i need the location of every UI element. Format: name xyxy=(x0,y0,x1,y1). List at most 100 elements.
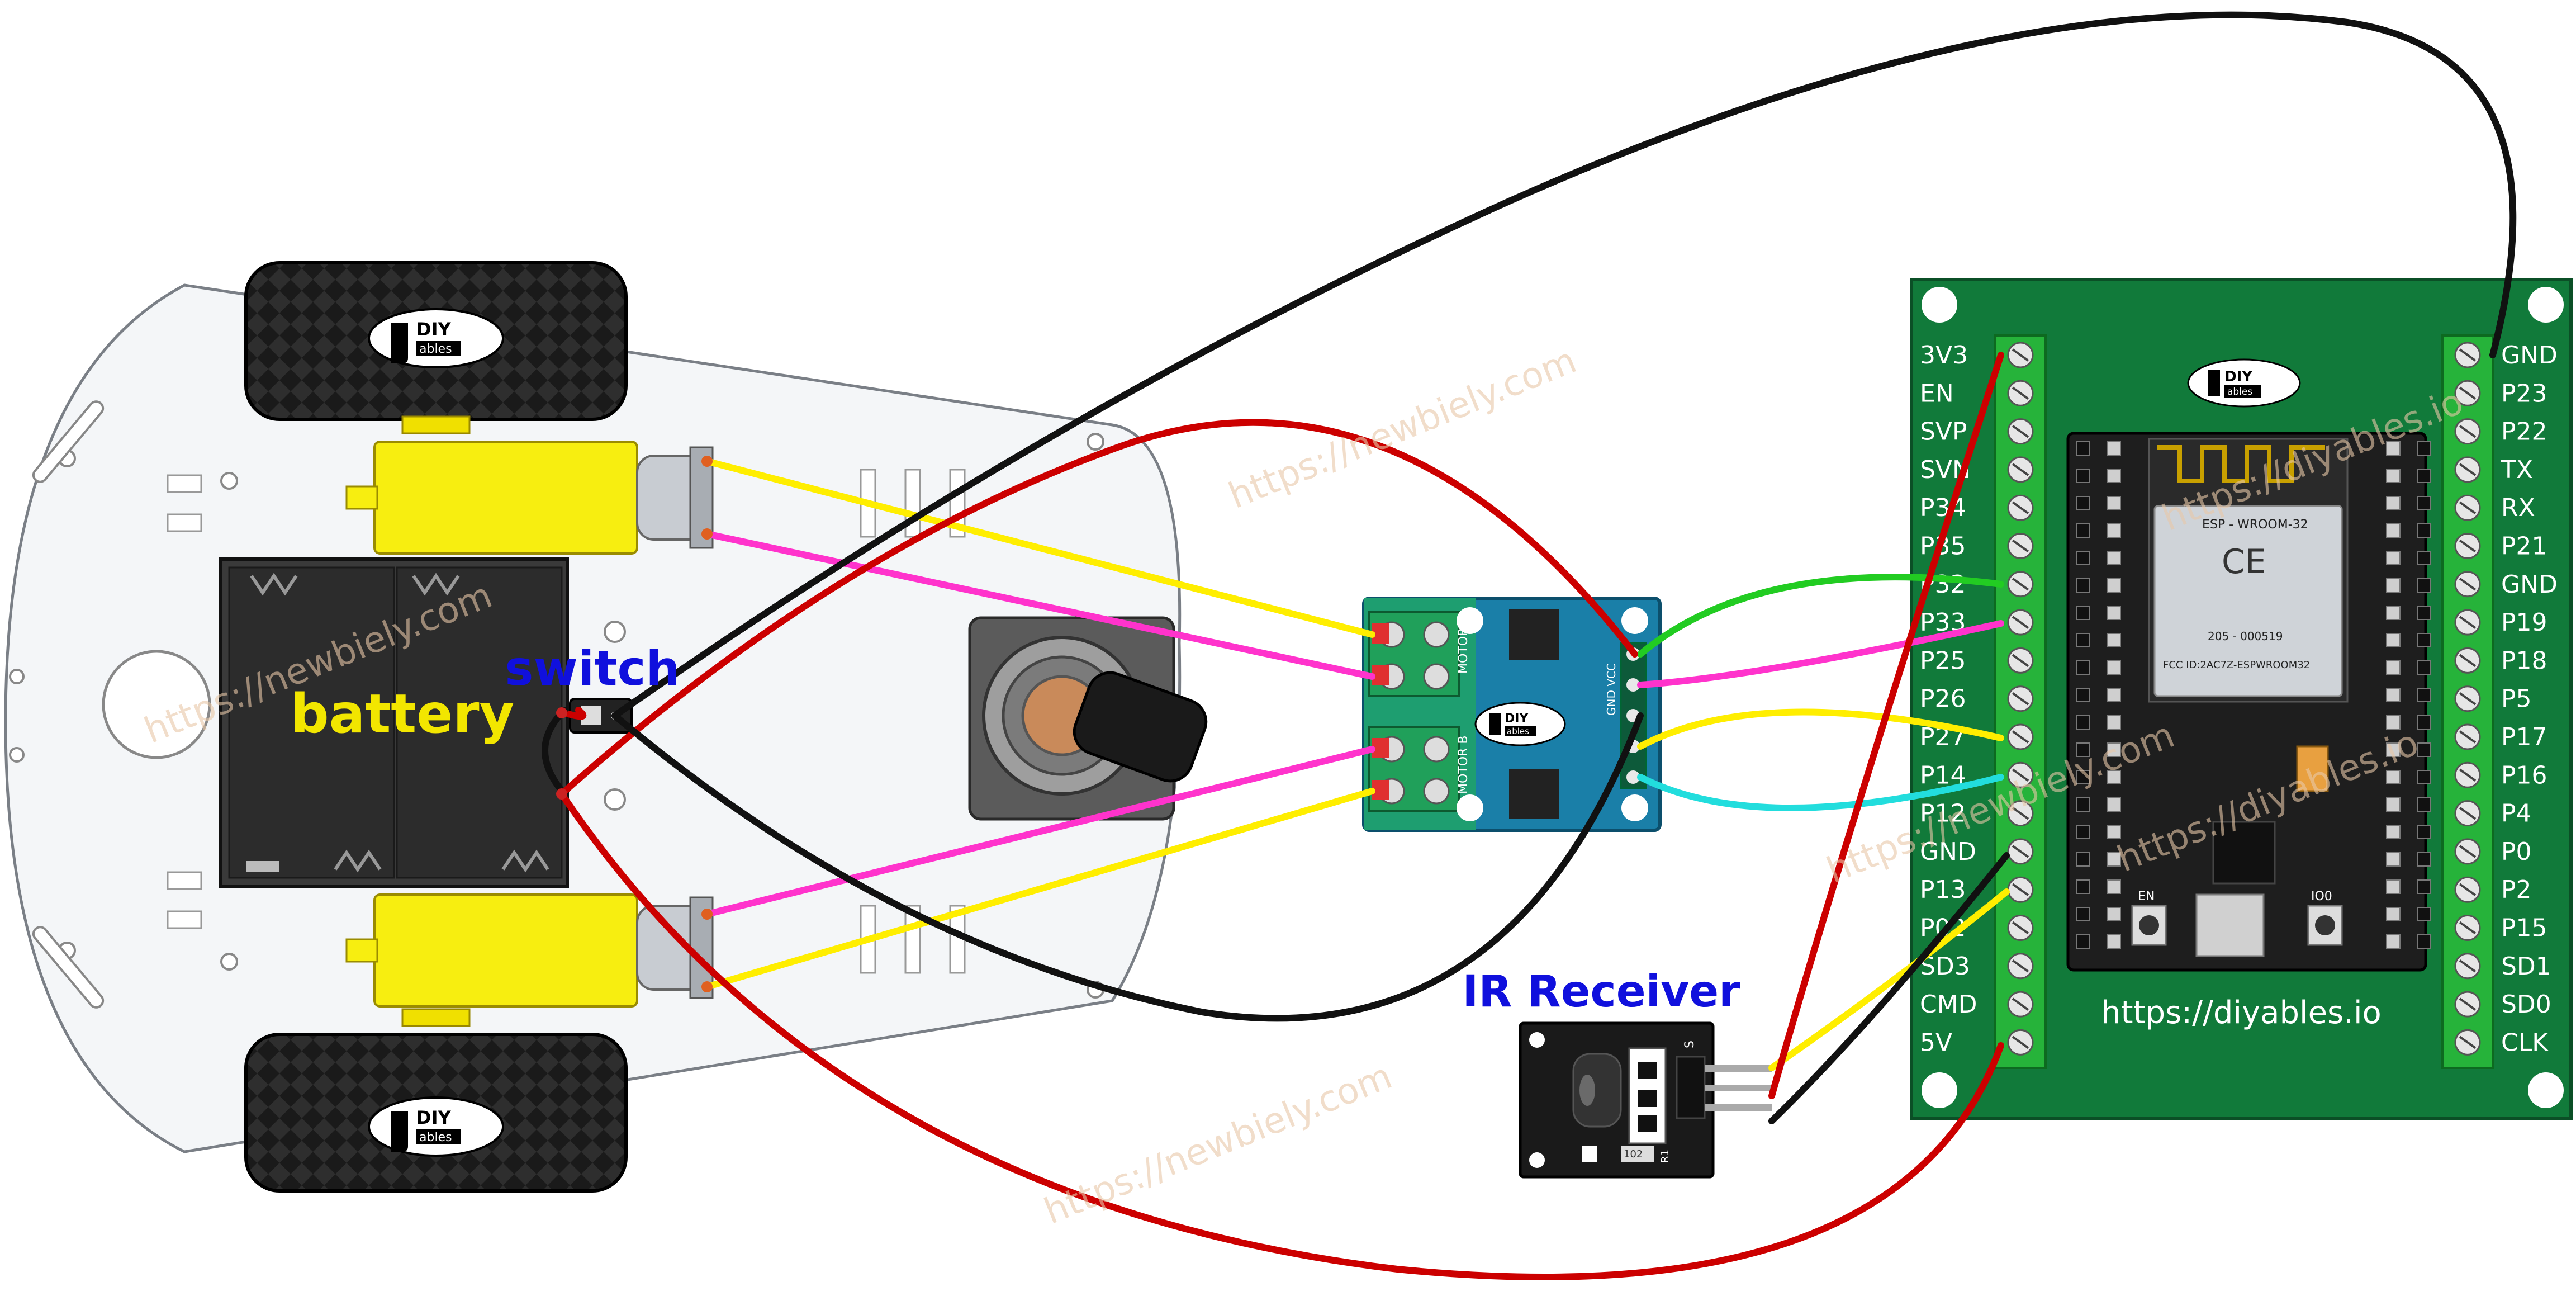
header-pin xyxy=(2107,688,2121,702)
header-pin xyxy=(2386,633,2401,647)
logo-subtext: ables xyxy=(2227,386,2252,398)
screw-terminal-right-slot xyxy=(2459,654,2477,668)
screw-terminal-right-slot xyxy=(2459,578,2477,591)
header-pin xyxy=(2417,606,2431,620)
header-pin xyxy=(2107,578,2121,593)
header-pin xyxy=(2107,852,2121,867)
boot-button: IO0 xyxy=(2307,890,2343,946)
screw-terminal-right-slot xyxy=(2459,806,2477,820)
header-pin xyxy=(2386,852,2401,867)
header-pin xyxy=(2076,907,2090,921)
header-pin xyxy=(2386,742,2401,757)
screw-terminal-right-slot xyxy=(2459,539,2477,553)
diyables-logo: DIY ables xyxy=(1489,712,1536,736)
pin-label-right: TX xyxy=(2501,456,2533,484)
wire-ends xyxy=(556,456,713,992)
header-pin xyxy=(2107,934,2121,949)
header-pin xyxy=(2107,441,2121,456)
battery-label: battery xyxy=(291,683,514,745)
header-pin xyxy=(2417,660,2431,675)
screw-terminal-right-slot xyxy=(2459,463,2477,476)
header-pin xyxy=(2386,469,2401,483)
wire-battery-link xyxy=(542,707,568,797)
header-pin xyxy=(2386,606,2401,620)
header-pin xyxy=(2107,715,2121,730)
motor-bottom xyxy=(345,893,714,1027)
header-pin xyxy=(2076,633,2090,647)
pin-label-left: P26 xyxy=(1920,685,1966,713)
wire-motor-b-2 xyxy=(704,788,1375,990)
pin-label-right: GND xyxy=(2501,341,2558,370)
pin-label-left: P34 xyxy=(1920,494,1966,522)
pin-label-left: CMD xyxy=(1920,990,1977,1019)
logo-text: DIY xyxy=(416,1107,451,1128)
screw-terminal-right-slot xyxy=(2459,501,2477,514)
screw-terminal-left-slot xyxy=(2012,539,2029,553)
header-pin xyxy=(2386,879,2401,894)
header-pin xyxy=(2076,441,2090,456)
module-fcc: FCC ID:2AC7Z-ESPWROOM32 xyxy=(2163,659,2310,671)
header-pin xyxy=(2386,441,2401,456)
header-pin xyxy=(2076,660,2090,675)
header-pin xyxy=(2107,742,2121,757)
header-pin xyxy=(2107,469,2121,483)
pin-label-right: P22 xyxy=(2501,418,2547,446)
logo-subtext: ables xyxy=(1507,726,1529,736)
pin-label-right: P2 xyxy=(2501,876,2532,904)
logo-subtext: ables xyxy=(419,342,452,356)
screw-terminal-right-slot xyxy=(2459,768,2477,782)
wire-battery-red-to-driver xyxy=(558,419,1638,797)
left-screw-terminals xyxy=(2007,342,2034,1056)
screw-terminal-right-slot xyxy=(2459,959,2477,973)
header-pin xyxy=(2417,934,2431,949)
pin-label-right: P18 xyxy=(2501,646,2547,675)
header-pin xyxy=(2076,934,2090,949)
screw-terminal-left-slot xyxy=(2012,578,2029,591)
diyables-logo: DIY ables xyxy=(391,319,461,363)
pin-label-right: P0 xyxy=(2501,838,2532,866)
header-pin xyxy=(2417,852,2431,867)
wire-driver-p27 xyxy=(1637,708,2004,750)
screw-terminal-left-slot xyxy=(2012,806,2029,820)
header-pin xyxy=(2386,660,2401,675)
screw-terminal-left-slot xyxy=(2012,348,2029,362)
header-pin xyxy=(2386,523,2401,538)
watermark: https://newbiely.com xyxy=(1223,340,1582,517)
driver-label-motor-b: MOTOR B xyxy=(1457,736,1470,794)
header-pin xyxy=(2417,879,2431,894)
header-pin xyxy=(2417,633,2431,647)
header-pin xyxy=(2386,907,2401,921)
screw-terminal-right-slot xyxy=(2459,348,2477,362)
header-pin xyxy=(2386,496,2401,510)
header-pin xyxy=(2076,469,2090,483)
screw-terminal-left-slot xyxy=(2012,959,2029,973)
ir-r1-label: R1 xyxy=(1659,1150,1671,1163)
motor-driver-board: MOTOR A MOTOR B DIY ables GND VCC xyxy=(1362,597,1662,832)
header-pin xyxy=(2076,825,2090,839)
wire-switch-black-to-gnd xyxy=(611,11,2517,719)
wires xyxy=(542,11,2517,1280)
header-pin xyxy=(2386,578,2401,593)
pin-label-left: P25 xyxy=(1920,646,1966,675)
pin-label-right: P4 xyxy=(2501,800,2532,828)
diyables-logo: DIY ables xyxy=(391,1107,461,1152)
wire-battery-red-to-5v xyxy=(558,791,2004,1280)
screw-terminal-left-slot xyxy=(2012,1035,2029,1049)
screw-terminal-left-slot xyxy=(2012,424,2029,438)
ir-part-number: 102 xyxy=(1624,1148,1643,1160)
diyables-logo: DIY ables xyxy=(2208,368,2261,398)
header-pin xyxy=(2076,879,2090,894)
header-pin xyxy=(2107,770,2121,784)
header-pin xyxy=(2417,825,2431,839)
header-pin xyxy=(2076,797,2090,812)
screw-terminal-right-slot xyxy=(2459,692,2477,706)
header-pin xyxy=(2076,523,2090,538)
pin-label-right: SD1 xyxy=(2501,952,2551,981)
screw-terminal-right-slot xyxy=(2459,386,2477,400)
pin-label-right: P17 xyxy=(2501,723,2547,751)
en-button-label: EN xyxy=(2138,890,2155,904)
pin-label-right: CLK xyxy=(2501,1028,2549,1057)
header-pin xyxy=(2107,523,2121,538)
wire-motor-a-1 xyxy=(704,458,1375,638)
